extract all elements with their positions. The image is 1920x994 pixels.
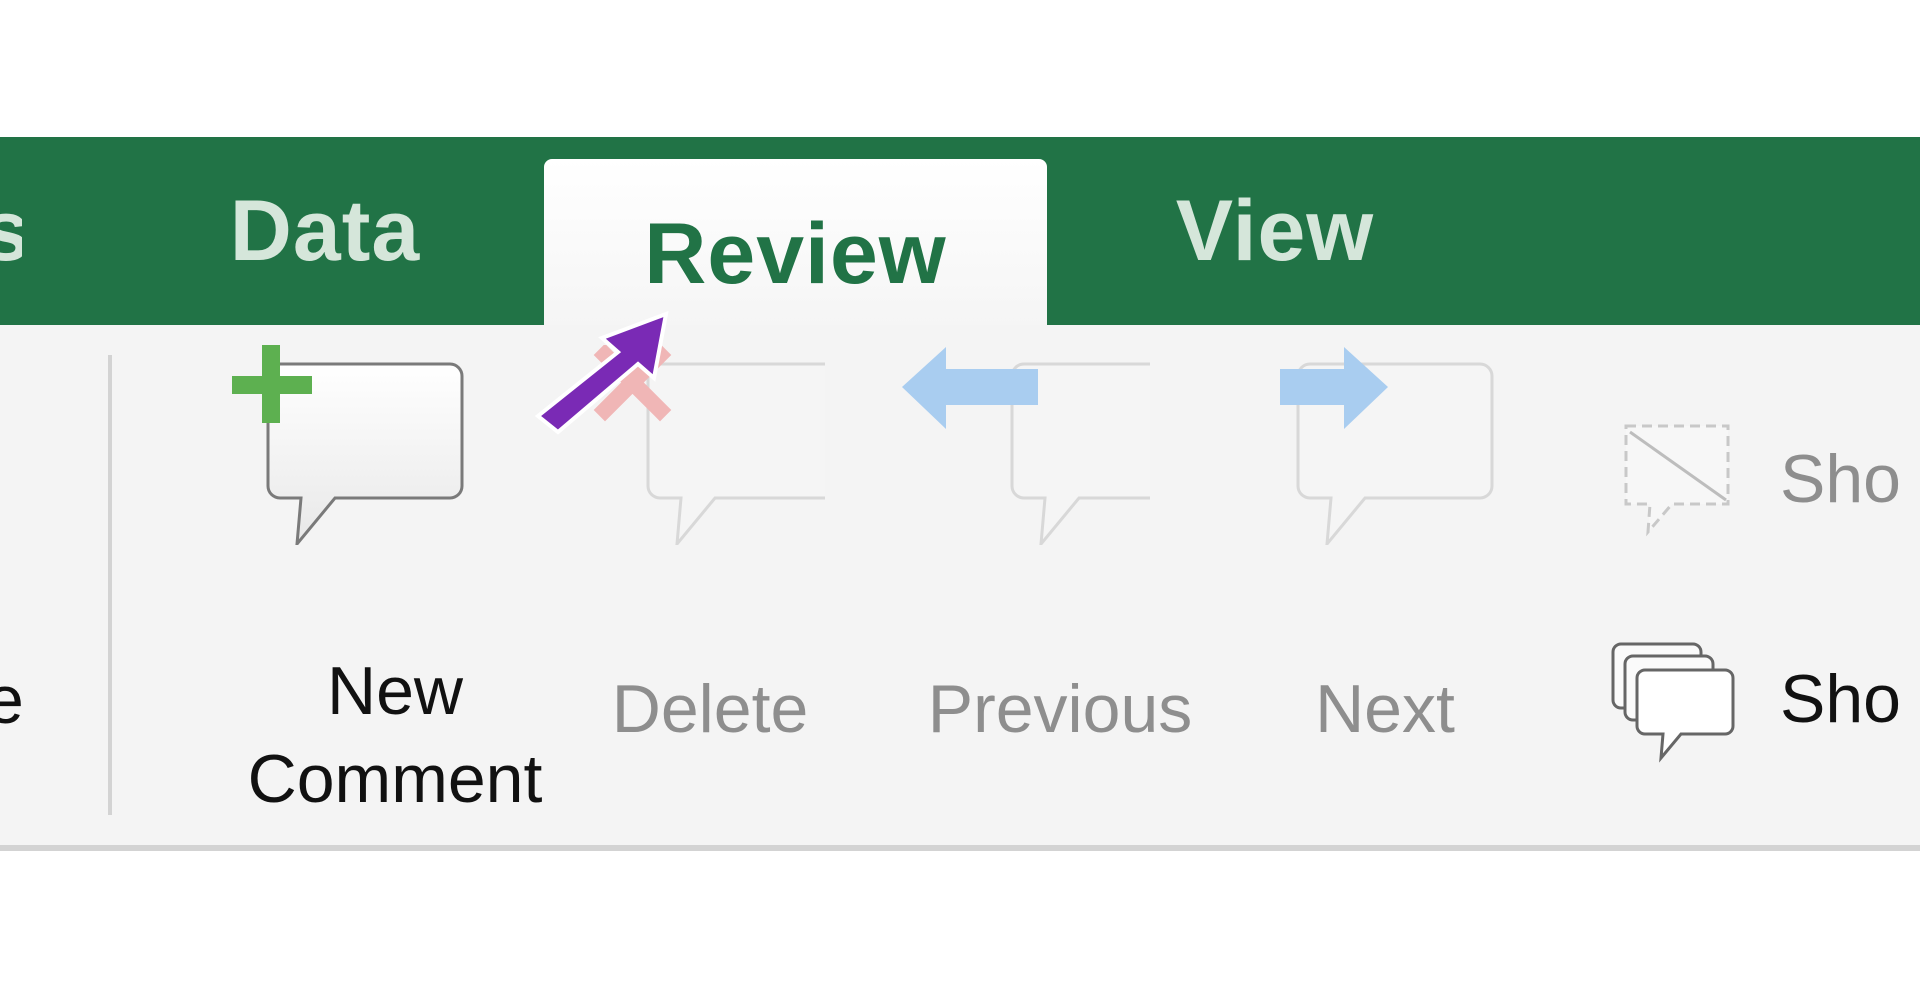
tab-view[interactable]: View	[1175, 182, 1375, 279]
new-comment-label-line1: New	[326, 653, 464, 729]
show-comment-button[interactable]: Sho	[1620, 420, 1920, 540]
show-all-comments-label: Sho	[1780, 661, 1901, 737]
ribbon-tab-bar: s Data Review View	[0, 137, 1920, 327]
previous-comment-label: Previous	[927, 671, 1193, 747]
next-comment-label: Next	[1315, 671, 1455, 747]
show-all-comments-button[interactable]: Sho	[1605, 640, 1920, 780]
tab-partial-left[interactable]: s	[0, 137, 22, 325]
show-comment-label: Sho	[1780, 441, 1901, 517]
new-comment-button[interactable]: New Comment	[230, 345, 560, 835]
previous-comment-button[interactable]: Previous	[890, 345, 1230, 747]
delete-comment-label: Delete	[611, 671, 809, 747]
previous-group-label-fragment[interactable]: e	[0, 662, 24, 738]
group-separator	[108, 355, 112, 815]
pointer-arrow-icon	[530, 300, 680, 445]
next-comment-button[interactable]: Next	[1270, 345, 1520, 747]
new-comment-label-line2: Comment	[247, 741, 543, 817]
tab-review[interactable]: Review	[544, 159, 1047, 327]
review-ribbon-panel: e New Comment	[0, 325, 1920, 851]
tab-data[interactable]: Data	[229, 182, 421, 279]
